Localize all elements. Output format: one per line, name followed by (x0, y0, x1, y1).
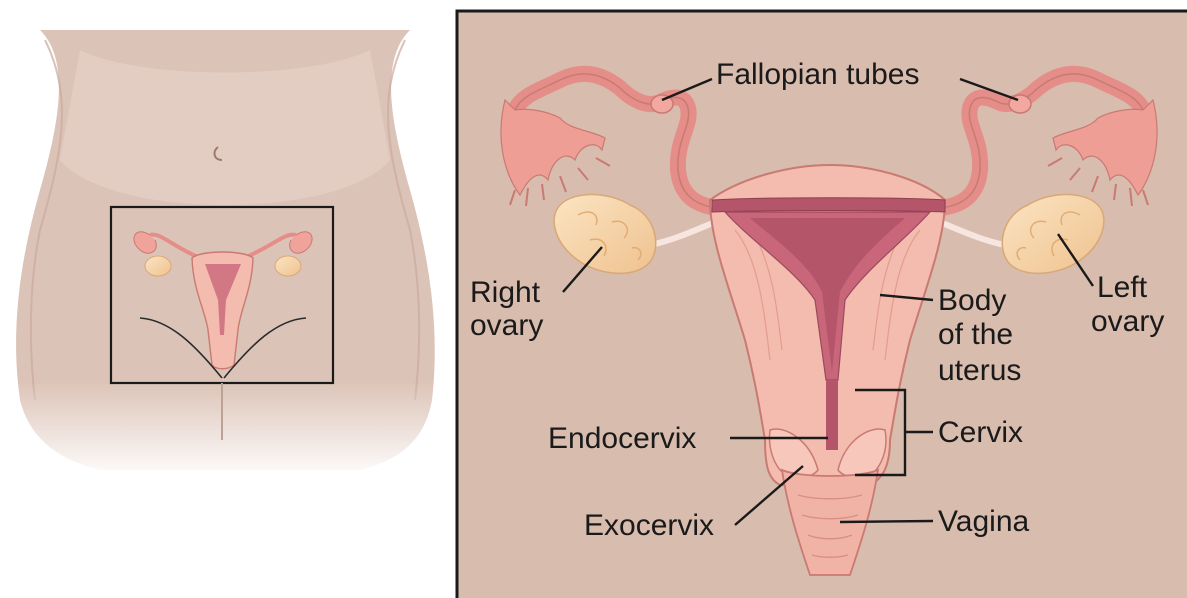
label-body-uterus-line1: Body (938, 284, 1006, 317)
label-right-ovary-line1: Right (470, 276, 541, 309)
label-endocervix: Endocervix (548, 422, 696, 455)
label-right-ovary-line2: ovary (470, 309, 543, 342)
label-cervix: Cervix (938, 416, 1023, 449)
label-left-ovary-line2: ovary (1091, 305, 1164, 338)
torso-overview (0, 30, 450, 480)
label-vagina: Vagina (938, 505, 1030, 538)
label-body-uterus-line2: of the (938, 318, 1013, 351)
label-body-uterus-line3: uterus (938, 354, 1021, 387)
label-exocervix: Exocervix (584, 509, 714, 542)
leader-vagina (840, 521, 933, 522)
detail-panel: Fallopian tubes Right ovary Left ovary B… (457, 11, 1187, 598)
label-fallopian-tubes: Fallopian tubes (716, 58, 919, 91)
label-left-ovary-line1: Left (1097, 271, 1148, 304)
